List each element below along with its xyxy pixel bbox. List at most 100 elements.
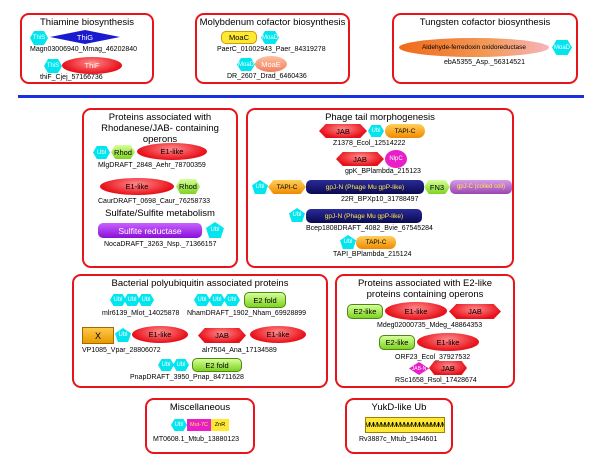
e1-like-ellipse: E1-like — [137, 143, 207, 160]
jab-n-diamond: JAB-N — [409, 362, 429, 375]
ubl-hexagon: ThiS — [44, 59, 62, 73]
ubl-hexagon: MoaD — [261, 31, 279, 44]
e1-like-ellipse: E1-like — [250, 326, 306, 343]
ubl-pentagon: Ubl — [206, 222, 224, 238]
e1-like-ellipse: E1-like — [132, 326, 188, 343]
mut-7c-box: Mut-7C — [187, 419, 211, 431]
e1-like-ellipse: E1-like — [417, 333, 479, 351]
ubl-hexagon: ThiS — [30, 31, 48, 45]
panel-title: Miscellaneous — [169, 402, 231, 413]
ubl-hexagon: Ubl — [171, 419, 187, 431]
gpj-n-box: gpJ-N (Phage Mu gpP-like) — [306, 180, 424, 194]
jab-hexagon: JAB — [336, 152, 384, 166]
e2-like-panel: Proteins associated with E2-like protein… — [335, 274, 515, 388]
ubl-hexagon: Ubl — [124, 294, 140, 306]
moac-box: MoaC — [221, 31, 257, 44]
e2-fold-box: E2 fold — [244, 292, 286, 308]
thig-diamond: ThiG — [50, 30, 120, 44]
caption: mlr6139_Mlot_14025878 — [102, 310, 180, 317]
jab-hexagon: JAB — [198, 328, 246, 343]
panel-title: Tungsten cofactor biosynthesis — [419, 17, 551, 28]
tapi-c-box: TAPI-C — [385, 124, 425, 138]
phage-panel: Phage tail morphogenesis JAB Ubl TAPI-C … — [246, 108, 514, 268]
caption: TAPI_BPlambda_215124 — [333, 251, 412, 258]
section-divider — [18, 95, 584, 98]
caption: VP1085_Vpar_28806072 — [82, 347, 161, 354]
yukd-panel: YukD-like Ub MMMMMMMMMMMMMMMMMMMMMMM Rv3… — [345, 398, 453, 454]
caption: NhamDRAFT_1902_Nham_69928899 — [187, 310, 307, 317]
caption: Bcep1808DRAFT_4082_Bvie_67545284 — [306, 225, 433, 232]
caption: MT0608.1_Mtub_13880123 — [153, 436, 240, 443]
panel-title: Proteins associated with Rhodanese/JAB- … — [101, 112, 219, 145]
caption: ebA5355_Asp._56314521 — [444, 59, 525, 66]
gpj-n-box: gpJ-N (Phage Mu gpP-like) — [306, 209, 422, 223]
e1-like-ellipse: E1-like — [100, 178, 174, 195]
ubl-hexagon: MoaD — [552, 40, 572, 55]
nlpc-circle: NlpC — [385, 150, 407, 168]
caption: Z1378_Ecol_12514222 — [333, 140, 406, 147]
panel-title: YukD-like Ub — [371, 402, 427, 413]
ubl-hexagon: Ubl — [138, 294, 154, 306]
jab-hexagon: JAB — [429, 361, 467, 375]
rhodanese-panel: Proteins associated with Rhodanese/JAB- … — [82, 108, 238, 268]
ubl-hexagon: Ubl — [368, 125, 384, 137]
thiamine-panel: Thiamine biosynthesis ThiS ThiG Magn0300… — [20, 13, 154, 84]
jab-hexagon: JAB — [319, 124, 367, 138]
tungsten-panel: Tungsten cofactor biosynthesis Aldehyde-… — [392, 13, 578, 84]
moae-ellipse: MoaE — [255, 56, 287, 72]
ubl-pentagon: Ubl — [252, 180, 268, 194]
caption: RSc1658_Rsol_17428674 — [395, 377, 477, 384]
panel-title: Proteins associated with E2-like protein… — [357, 278, 493, 300]
molybdenum-panel: Molybdenum cofactor biosynthesis MoaC Mo… — [195, 13, 350, 84]
aldehyde-ellipse: Aldehyde-ferredoxin oxidoreductase — [399, 38, 549, 57]
ubl-hexagon: Ubl — [158, 359, 174, 371]
panel-title: Bacterial polyubiquitin associated prote… — [111, 278, 289, 289]
panel-title: Phage tail morphogenesis — [325, 112, 435, 123]
znr-box: ZnR — [211, 419, 229, 431]
rhod-hexagon: Rhod — [111, 145, 135, 159]
thif-ellipse: ThiF — [62, 57, 122, 74]
ubl-hexagon: Ubl — [110, 294, 126, 306]
ubl-hexagon: Ubl — [93, 146, 110, 159]
caption: 22R_BPXp10_31788497 — [341, 196, 419, 203]
ubl-pentagon: Ubl — [115, 328, 131, 342]
yukd-striped-box: MMMMMMMMMMMMMMMMMMMMMMM — [365, 417, 445, 433]
sulfite-reductase-box: Sulfite reductase — [98, 223, 202, 238]
caption: alr7504_Ana_17134589 — [202, 347, 277, 354]
caption: DR_2607_Drad_6460436 — [227, 73, 307, 80]
x-box: X — [82, 327, 114, 344]
e2-like-box: E2-like — [379, 335, 415, 350]
e2-fold-box: E2 fold — [192, 358, 242, 372]
caption: thiF_Cjej_57166736 — [40, 74, 103, 81]
e2-like-box: E2-like — [347, 304, 383, 319]
caption: PnapDRAFT_3950_Pnap_84711628 — [130, 374, 244, 381]
caption: MlgDRAFT_2848_Aehr_78700359 — [98, 162, 206, 169]
panel-title: Molybdenum cofactor biosynthesis — [199, 17, 346, 28]
caption: gpK_BPlambda_215123 — [345, 168, 421, 175]
ubl-hexagon: MoaD — [237, 58, 255, 71]
bacterial-panel: Bacterial polyubiquitin associated prote… — [72, 274, 328, 388]
ubl-pentagon: Ubl — [340, 235, 356, 249]
ubl-pentagon: Ubl — [289, 208, 305, 222]
ubl-hexagon: Ubl — [194, 294, 210, 306]
caption: Rv3887c_Mtub_1944601 — [359, 436, 438, 443]
jab-hexagon: JAB — [449, 304, 501, 319]
caption: NocaDRAFT_3263_Nsp._71366157 — [104, 241, 217, 248]
caption: ORF23_Ecol_37927532 — [395, 354, 471, 361]
miscellaneous-panel: Miscellaneous Ubl Mut-7C ZnR MT0608.1_Mt… — [145, 398, 255, 454]
ubl-hexagon: Ubl — [224, 294, 240, 306]
caption: CaurDRAFT_0698_Caur_76258733 — [98, 198, 211, 205]
fn3-hexagon: FN3 — [424, 180, 450, 194]
gpj-c-box: gpJ-C (coiled coil) — [450, 180, 512, 194]
subsection-title: Sulfate/Sulfite metabolism — [105, 208, 215, 219]
panel-title: Thiamine biosynthesis — [40, 17, 134, 28]
caption: Magn03006940_Mmag_46202840 — [30, 46, 138, 53]
caption: Mdeg02000735_Mdeg_48864353 — [377, 322, 483, 329]
tapi-c-hexagon: TAPI-C — [268, 180, 306, 194]
caption: PaerC_01002943_Paer_84319278 — [217, 46, 326, 53]
ubl-hexagon: Ubl — [173, 359, 189, 371]
e1-like-ellipse: E1-like — [385, 302, 447, 320]
ubl-hexagon: Ubl — [209, 294, 225, 306]
rhod-hexagon: Rhod — [176, 179, 200, 194]
tapi-c-box: TAPI-C — [356, 236, 396, 249]
